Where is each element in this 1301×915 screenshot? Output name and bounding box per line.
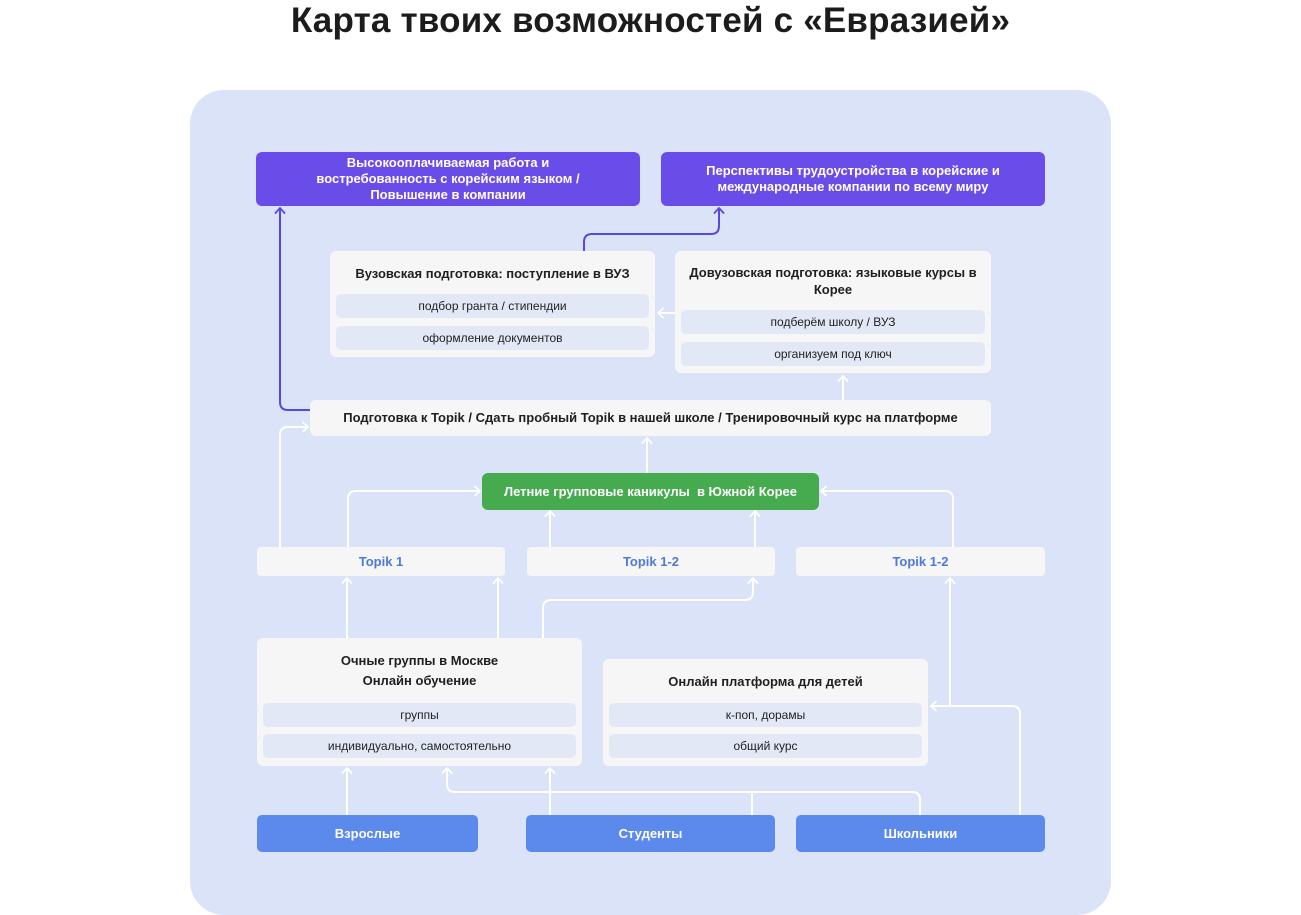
audience-schoolkids: Школьники: [796, 815, 1045, 852]
goal-career-korean-label: Высокооплачиваемая работа и востребованн…: [316, 155, 580, 202]
audience-schoolkids-label: Школьники: [883, 825, 958, 841]
audience-adults: Взрослые: [257, 815, 478, 852]
topik-prep-bar: Подготовка к Topik / Сдать пробный Topik…: [310, 400, 991, 436]
university-item-grant: подбор гранта / стипендии: [336, 294, 649, 318]
moscow-groups-title-2: Онлайн обучение: [362, 673, 477, 688]
kids-item-kpop: к-поп, дорамы: [609, 703, 922, 727]
moscow-item-groups: группы: [263, 703, 576, 727]
audience-adults-label: Взрослые: [334, 825, 401, 841]
kids-item-general: общий курс: [609, 734, 922, 758]
moscow-groups-title-1: Очные группы в Москве: [340, 653, 499, 668]
topik-level-schoolkids: Topik 1-2: [796, 547, 1045, 576]
university-prep-title: Вузовская подготовка: поступление в ВУЗ: [355, 266, 630, 281]
topik-level-adults: Topik 1: [257, 547, 505, 576]
moscow-item-individual: индивидуально, самостоятельно: [263, 734, 576, 758]
topik-prep-label: Подготовка к Topik / Сдать пробный Topik…: [343, 410, 958, 425]
arrow-topik3-to-summer: [820, 485, 954, 547]
page-title: Карта твоих возможностей с «Евразией»: [290, 1, 1011, 40]
arrow-prep-to-goal-left: [274, 207, 310, 411]
arrow-topik1-to-prep: [279, 421, 309, 547]
arrow-topik1-to-summer: [347, 485, 481, 547]
audience-students-label: Студенты: [618, 825, 683, 841]
summer-holidays-box: Летние групповые каникулы в Южной Корее: [482, 473, 819, 510]
pre-university-item-school: подберём школу / ВУЗ: [681, 310, 985, 334]
arrow-schoolkids-to-moscow: [441, 767, 921, 815]
topik-level-schoolkids-label: Topik 1-2: [892, 553, 949, 569]
kids-platform-title: Онлайн платформа для детей: [668, 674, 863, 689]
arrow-moscow-to-topik2: [542, 577, 759, 638]
goal-career-korean: Высокооплачиваемая работа и востребованн…: [256, 152, 640, 206]
topik-level-students-label: Topik 1-2: [622, 553, 680, 569]
pre-university-title: Довузовская подготовка: языковые курсы в…: [689, 265, 977, 297]
summer-holidays-label: Летние групповые каникулы в Южной Корее: [503, 483, 797, 499]
audience-students: Студенты: [526, 815, 775, 852]
university-prep-card: Вузовская подготовка: поступление в ВУЗ …: [330, 251, 655, 357]
university-item-documents: оформление документов: [336, 326, 649, 350]
arrow-uni-to-goal-right: [583, 207, 725, 251]
goal-international-jobs: Перспективы трудоустройства в корейские …: [661, 152, 1045, 206]
arrow-schoolkids-to-kids: [930, 700, 1021, 815]
topik-level-adults-label: Topik 1: [358, 553, 404, 569]
pre-university-card: Довузовская подготовка: языковые курсы в…: [675, 251, 991, 373]
kids-platform-card: Онлайн платформа для детей к-поп, дорамы…: [603, 659, 928, 766]
topik-level-students: Topik 1-2: [527, 547, 775, 576]
goal-international-jobs-label: Перспективы трудоустройства в корейские …: [706, 163, 1000, 194]
pre-university-item-turnkey: организуем под ключ: [681, 342, 985, 366]
moscow-groups-card: Очные группы в Москве Онлайн обучение гр…: [257, 638, 582, 766]
